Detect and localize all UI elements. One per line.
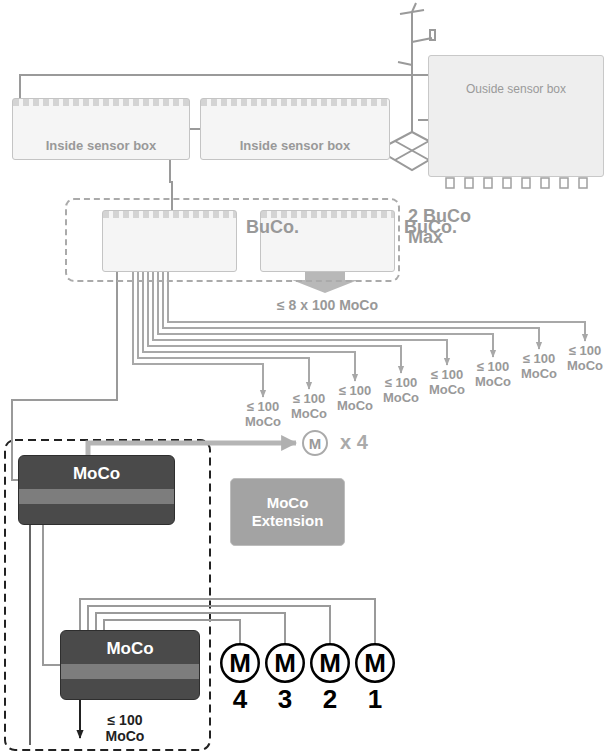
cable-gland [579,178,587,188]
callout-number: 1 [355,686,395,712]
box-label: Inside sensor box [240,138,351,153]
bus-wire [138,270,309,389]
circle-outline [311,644,349,682]
cable [88,443,296,455]
cable-gland [484,178,492,188]
sensor-box: Inside sensor box [12,98,190,160]
box-label: BuCo. [246,217,326,238]
motor: M1 [355,643,395,683]
motor-controller: MoCo [60,630,200,700]
cable-gland [446,178,454,188]
capacity-label: ≤ 8 x 100 MoCo [245,297,410,313]
wind-vane [430,30,435,40]
cable [43,525,60,665]
solar-panel [395,141,429,160]
box-label: MoCo [73,464,120,484]
cable [190,128,200,130]
cable-gland [465,178,473,188]
motor-letter: M [364,650,386,676]
chain-label: ≤ 100 MoCo [92,712,158,744]
motor: M4 [220,643,260,683]
mast [411,12,413,150]
bus-wires [133,270,585,397]
box-label: Extension [252,512,324,530]
box-label: Inside sensor box [46,138,157,153]
bus-controller: BuCo. [102,210,237,272]
box-label: BuCo. [404,217,484,238]
box-label: MoCo [106,639,153,659]
motor-symbol: M [302,430,328,456]
chain-label: ≤ 100 MoCo [240,400,286,430]
motor: M2 [310,643,350,683]
circle-outline [266,644,304,682]
bus-wire [153,270,447,365]
controller-group: 2 BuCo MaxBuCo.BuCo. [65,198,400,282]
callout-number: 2 [310,686,350,712]
circle-outline [303,431,327,455]
circle-outline [356,644,394,682]
sensor-box: Ouside sensor box [428,55,604,177]
sensor-cable [418,119,428,121]
chain-continuation [79,700,81,738]
box-label: Ouside sensor box [466,82,566,96]
motor-letter: M [229,650,251,676]
cable-glands [446,178,587,188]
callout-number: 3 [265,686,305,712]
cable [12,272,117,480]
cable-gland [522,178,530,188]
cable-gland [541,178,549,188]
chain-label: ≤ 100 MoCo [378,376,424,406]
chain-wire [29,525,31,745]
chain-label: ≤ 100 MoCo [562,344,608,374]
chain-label: ≤ 100 MoCo [286,392,332,422]
circle-outline [221,644,259,682]
extension-module: MoCoExtension [230,478,345,546]
motor-letter: M [319,650,341,676]
sensor-box: Inside sensor box [200,98,390,160]
box-label: M [309,435,322,452]
cable [20,75,428,98]
chain-label: ≤ 100 MoCo [332,384,378,414]
motor-controller: MoCo [18,455,175,525]
box-label: MoCo [267,494,309,512]
cable-gland [560,178,568,188]
motor: M3 [265,643,305,683]
chain-label: ≤ 100 MoCo [424,368,470,398]
sensor-arm [398,62,412,65]
chain-bracket [5,440,210,750]
cable [170,160,172,210]
cable-gland [503,178,511,188]
solar-panel [395,141,429,160]
count-label: x 4 [334,431,374,454]
bus-wire [158,270,493,357]
callout-number: 4 [220,686,260,712]
chain-label: ≤ 100 MoCo [470,360,516,390]
bus-wire [133,270,263,397]
motor-letter: M [274,650,296,676]
chain-label: ≤ 100 MoCo [516,352,562,382]
anemometer [412,3,416,12]
